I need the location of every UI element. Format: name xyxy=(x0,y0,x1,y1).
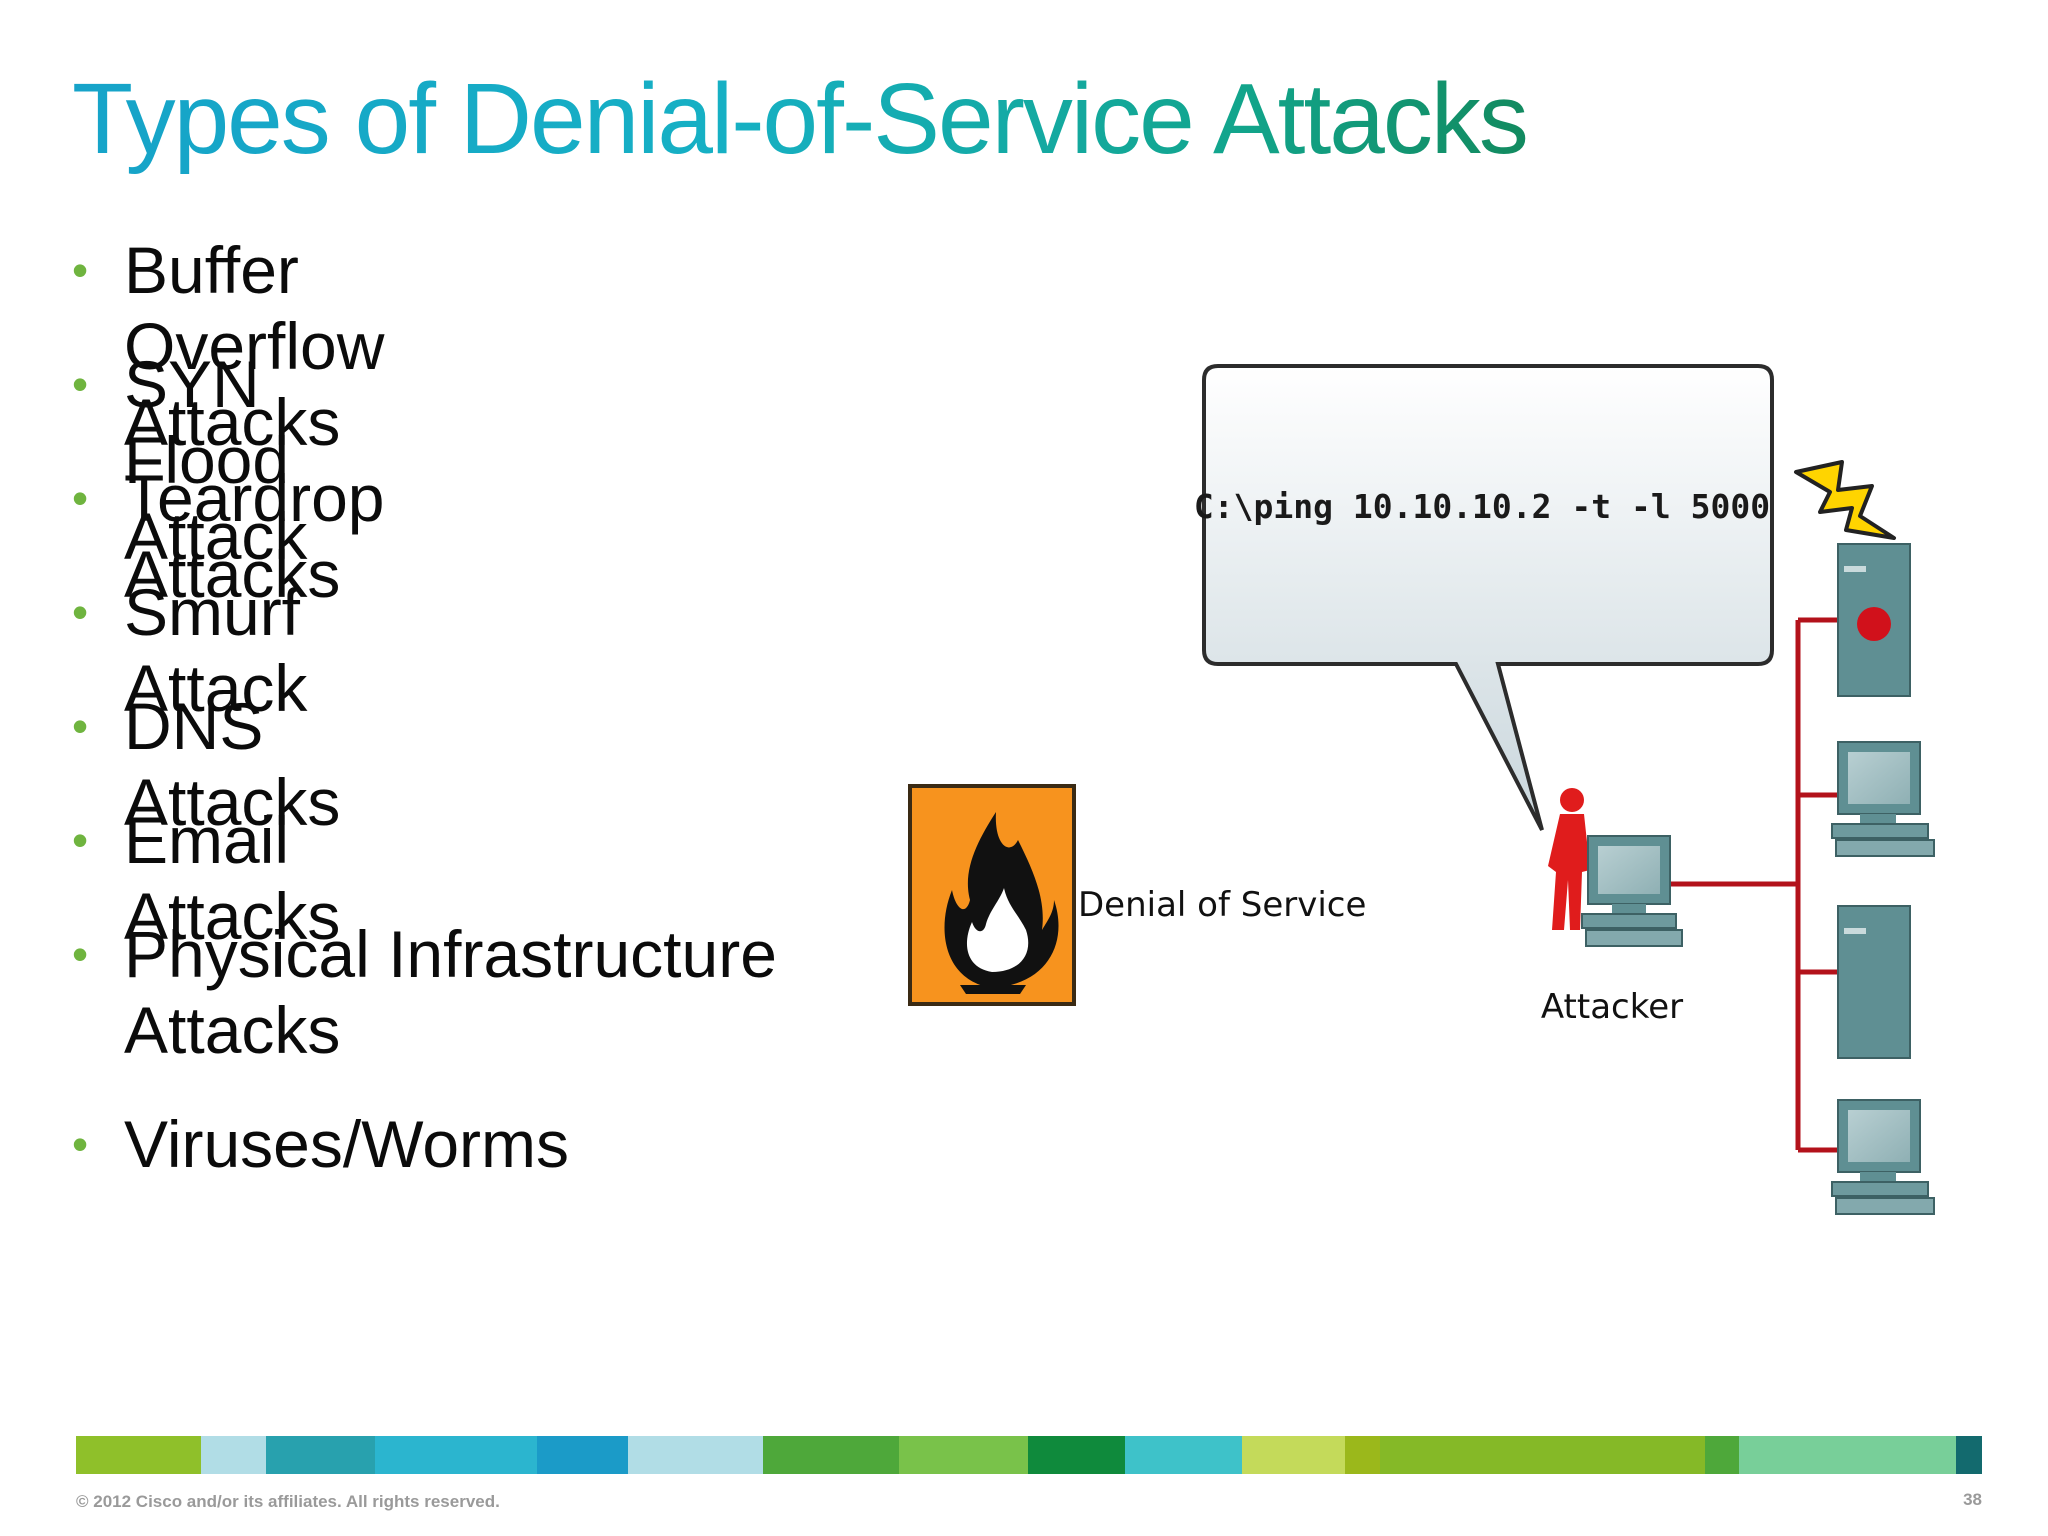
bullet-dot-icon: • xyxy=(72,586,89,638)
footer-bar-segment xyxy=(1380,1436,1705,1474)
computer-icon xyxy=(1831,741,1935,857)
bullet-item: • Viruses/Worms xyxy=(72,1106,569,1182)
bullet-dot-icon: • xyxy=(72,814,89,866)
fire-hazard-icon xyxy=(908,784,1076,1006)
bullet-text: Buffer Overflow Attacks xyxy=(124,233,385,459)
copyright-notice: © 2012 Cisco and/or its affiliates. All … xyxy=(76,1492,500,1511)
bullet-dot-icon: • xyxy=(72,244,89,296)
footer-bar-segment xyxy=(1344,1436,1381,1474)
bullet-text: Smurf Attack xyxy=(124,575,308,725)
bullet-text: SYN Flood Attack xyxy=(124,347,308,573)
bullet-text: Teardrop Attacks xyxy=(124,461,385,611)
callout-command-text: C:\ping 10.10.10.2 -t -l 5000 xyxy=(1194,487,1770,526)
bullet-item: • Physical Infrastructure Attacks xyxy=(72,916,884,1068)
footer-bar-segment xyxy=(762,1436,900,1474)
bullet-item: • DNS Attacks xyxy=(72,688,340,840)
attacker-person-icon xyxy=(1548,788,1590,930)
bullet-text: Email Attacks xyxy=(124,803,341,953)
footer-bar-segment xyxy=(899,1436,1029,1474)
network-lines xyxy=(1668,617,1838,1153)
attacker-label: Attacker xyxy=(1541,987,1683,1027)
bullet-item: • Email Attacks xyxy=(72,802,340,954)
computer-icon xyxy=(1581,835,1683,947)
bullet-text: Viruses/Worms xyxy=(124,1107,569,1181)
footer-bar-segment xyxy=(1704,1436,1739,1474)
bullet-dot-icon: • xyxy=(72,472,89,524)
footer-color-bar xyxy=(76,1436,1983,1474)
bullet-dot-icon: • xyxy=(72,1118,89,1170)
bullet-dot-icon: • xyxy=(72,358,89,410)
footer-bar-segment xyxy=(1956,1436,1983,1474)
command-callout: C:\ping 10.10.10.2 -t -l 5000 xyxy=(1194,364,1774,831)
footer-bar-segment xyxy=(1028,1436,1125,1474)
server-icon xyxy=(1837,905,1911,1059)
bullet-item: • Teardrop Attacks xyxy=(72,460,385,612)
slide-title: Types of Denial-of-Service Attacks xyxy=(72,63,1529,175)
computer-icon xyxy=(1831,1099,1935,1215)
footer-bar-segment xyxy=(537,1436,629,1474)
footer-bar-segment xyxy=(1738,1436,1957,1474)
server-icon xyxy=(1837,543,1911,697)
page-number: 38 xyxy=(1963,1490,1982,1509)
bullet-text: Physical Infrastructure Attacks xyxy=(124,917,777,1067)
bullet-item: • Buffer Overflow Attacks xyxy=(72,232,384,460)
footer-bar-segment xyxy=(76,1436,201,1474)
hazard-label: Denial of Service xyxy=(1078,885,1366,925)
bullet-dot-icon: • xyxy=(72,928,89,980)
bullet-text: DNS Attacks xyxy=(124,689,341,839)
bullet-item: • SYN Flood Attack xyxy=(72,346,307,574)
footer-bar-segment xyxy=(628,1436,763,1474)
footer-bar-segment xyxy=(266,1436,375,1474)
footer-bar-segment xyxy=(374,1436,538,1474)
bullet-dot-icon: • xyxy=(72,700,89,752)
footer-bar-segment xyxy=(200,1436,266,1474)
footer-bar-segment xyxy=(1125,1436,1242,1474)
footer-bar-segment xyxy=(1241,1436,1345,1474)
bullet-item: • Smurf Attack xyxy=(72,574,307,726)
lightning-icon xyxy=(1794,460,1896,540)
